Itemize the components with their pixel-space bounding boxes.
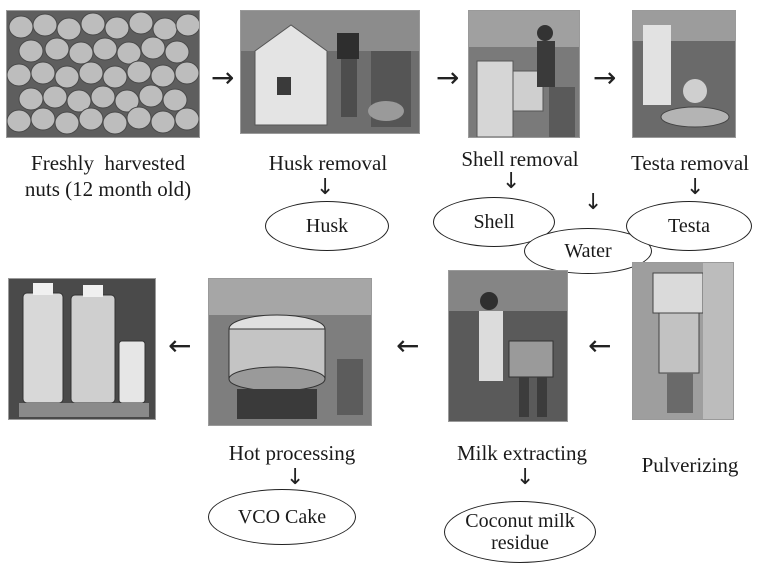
byproduct-vco-cake-label: VCO Cake <box>237 506 327 528</box>
photo-testa-removal <box>632 10 736 138</box>
photo-hot-processing <box>208 278 372 426</box>
flow-arrow-right-1: → <box>211 61 235 94</box>
flow-arrow-left-3: ← <box>588 329 612 362</box>
down-arrow-vco-cake: ↓ <box>286 465 305 490</box>
step-label-husk-removal: Husk removal <box>268 151 388 175</box>
byproduct-coconut-milk-residue: Coconut milk residue <box>444 501 596 563</box>
photo-milk-extracting <box>448 270 568 422</box>
down-arrow-husk: ↓ <box>316 175 335 200</box>
byproduct-shell-label: Shell <box>473 211 515 233</box>
flow-arrow-left-2: ← <box>396 329 420 362</box>
step-label-shell-removal: Shell removal <box>461 147 579 171</box>
flow-arrow-right-2: → <box>436 61 460 94</box>
byproduct-coconut-milk-residue-line1: Coconut milk <box>465 510 575 532</box>
byproduct-husk: Husk <box>265 201 389 251</box>
down-arrow-water: ↓ <box>584 190 603 215</box>
byproduct-testa-label: Testa <box>668 215 710 237</box>
step-label-harvest-line2: nuts (12 month old) <box>24 177 192 201</box>
down-arrow-milk-residue: ↓ <box>516 465 535 490</box>
byproduct-vco-cake: VCO Cake <box>208 489 356 545</box>
byproduct-testa: Testa <box>626 201 752 251</box>
down-arrow-shell: ↓ <box>502 169 521 194</box>
flow-arrow-right-3: → <box>593 61 617 94</box>
photo-husk-removal <box>240 10 420 134</box>
step-label-harvest: Freshly harvested nuts (12 month old) <box>2 150 214 202</box>
byproduct-coconut-milk-residue-line2: residue <box>491 532 549 554</box>
byproduct-water-label: Water <box>564 240 612 262</box>
down-arrow-testa: ↓ <box>686 175 705 200</box>
step-label-harvest-line1: Freshly harvested <box>31 151 185 175</box>
step-label-hot-processing: Hot processing <box>228 441 356 465</box>
photo-harvested-nuts <box>6 10 200 138</box>
photo-vco-product <box>8 278 156 420</box>
step-label-milk-extracting: Milk extracting <box>456 441 588 465</box>
step-label-testa-removal: Testa removal <box>630 151 750 175</box>
byproduct-husk-label: Husk <box>305 215 349 237</box>
photo-shell-removal <box>468 10 580 138</box>
photo-pulverizing <box>632 262 734 420</box>
flow-arrow-left-1: ← <box>168 329 192 362</box>
step-label-pulverizing: Pulverizing <box>641 453 739 477</box>
